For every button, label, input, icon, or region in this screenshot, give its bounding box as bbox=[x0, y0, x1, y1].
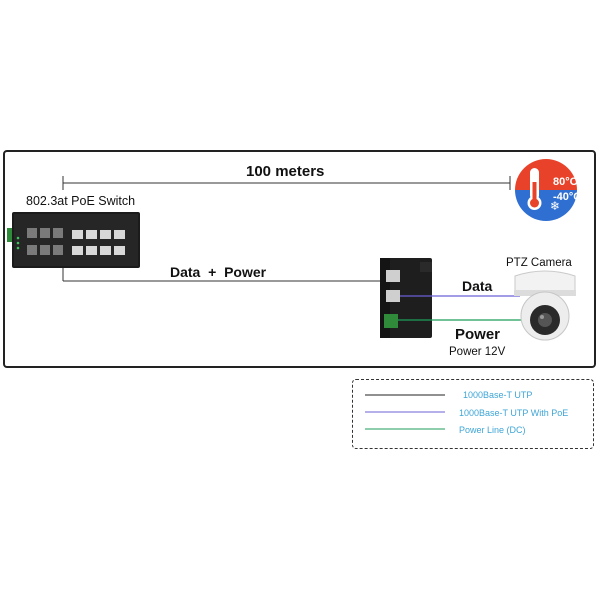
legend bbox=[352, 379, 594, 449]
poe-switch bbox=[7, 212, 140, 268]
distance-line bbox=[62, 176, 511, 190]
power-supply-label: Power 12V bbox=[449, 346, 506, 358]
distance-label: 100 meters bbox=[246, 163, 325, 180]
legend-label-power: Power Line (DC) bbox=[459, 425, 526, 435]
temperature-icon: ❄ bbox=[515, 159, 577, 221]
diagram-frame bbox=[3, 150, 596, 368]
legend-label-utp: 1000Base-T UTP bbox=[463, 390, 533, 400]
ptz-camera bbox=[514, 270, 576, 341]
power-label: Power bbox=[455, 326, 501, 343]
legend-label-poe: 1000Base-T UTP With PoE bbox=[459, 408, 569, 418]
camera-label: PTZ Camera bbox=[506, 257, 572, 269]
temp-low-label: -40°C bbox=[553, 191, 582, 203]
svg-text:❄: ❄ bbox=[550, 199, 560, 213]
poe-splitter bbox=[380, 258, 432, 338]
data-power-label: Data + Power bbox=[170, 264, 267, 280]
switch-label: 802.3at PoE Switch bbox=[26, 194, 136, 208]
temp-high-label: 80°C bbox=[553, 176, 578, 188]
data-label: Data bbox=[462, 278, 493, 294]
